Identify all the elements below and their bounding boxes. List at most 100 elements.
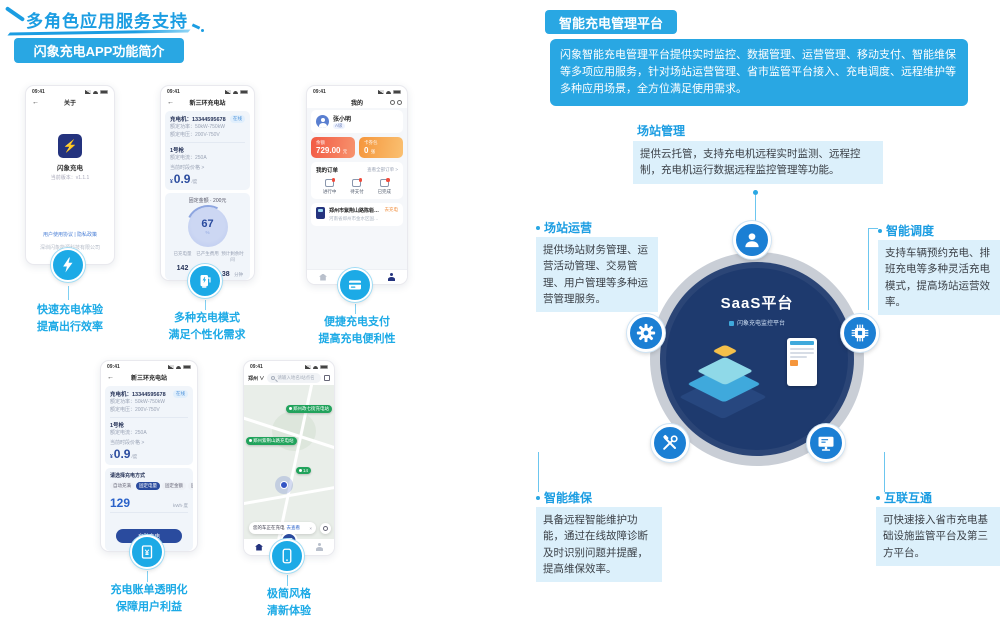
map-canvas[interactable]: 郑州政七街充电站 郑州紫荆山路充电站 14 您的车正在充电 去查看 × [244,385,334,539]
caption-line: 极简风格 [267,588,311,600]
battery-icon [100,90,108,94]
wifi-icon [93,90,98,94]
order-tab-done[interactable]: 已完成 [371,178,398,195]
caption-connector [355,304,356,314]
status-badge: 在线 [173,390,188,398]
feature-label-station-mgmt: 场站管理 [637,124,686,138]
search-placeholder: 请输入地名/站点名 [277,375,315,380]
caption-4: 充电账单透明化 保障用户利益 [79,582,219,615]
station-cluster-pin[interactable]: 14 [296,467,312,474]
price-unit: /度 [191,179,198,184]
balance-value: 729.00 [316,146,341,155]
locate-me-button[interactable] [320,523,331,534]
connector-dot [753,190,758,195]
price-period-label[interactable]: 当前时段价格 > [110,440,145,446]
price-value: 0.9 [173,172,191,186]
caption-line: 保障用户利益 [116,600,182,613]
status-bar: 09:41 [244,361,334,371]
app-name: 闪象充电 [57,165,83,172]
phone-mockup-charging: 09:41 ← 新三环充电站 充电机：13344595678 在线 额定功率：5… [160,85,255,281]
status-bar: 09:41 [307,86,407,96]
charge-gauge: 67 % [187,207,228,247]
feature-desc-station-ops: 提供场站财务管理、运营活动管理、交易管理、用户管理等多种运营管理服务。 [536,237,658,313]
mode-fixed-energy[interactable]: 固定电量 [136,482,160,490]
amount-input-value[interactable]: 129 [110,496,131,510]
signal-icon [378,90,384,94]
app-version: 当前版本：v1.1.1 [50,175,90,181]
balance-label: 余额 [316,140,325,145]
mode-fixed-soc[interactable]: 固定SOC [188,482,193,490]
caption-line: 提高出行效率 [37,320,103,333]
nav-bar: ← 新三环充电站 [161,96,254,108]
settings-icon[interactable] [397,99,402,105]
status-bar: 09:41 [26,86,114,96]
nav-bar: ← 关于 [26,96,114,108]
banner-close-icon[interactable]: × [309,525,312,531]
back-button[interactable]: ← [167,98,174,106]
service-icon[interactable] [390,99,395,105]
saas-platform-circle: SaaS平台 闪象充电监控平台 [660,262,854,456]
charger-info-card: 充电机：13344595678 在线 额定功率：50kW-750kW 额定电压：… [165,111,250,190]
order-ongoing-icon [325,178,336,187]
phone-mockup-about: 09:41 ← 关于 ⚡ 闪象充电 当前版本：v1.1.1 用户使用协议 | 隐… [25,85,115,265]
coupon-label: 卡券包 [364,140,378,145]
caption-connector [147,571,148,582]
status-bar: 09:41 [161,86,254,96]
station-pin[interactable]: 郑州政七街充电站 [286,405,332,413]
price-value: 0.9 [113,447,131,461]
search-input[interactable]: 请输入地名/站点名 [267,373,321,383]
charger-id: 充电机：13344595678 [170,117,226,123]
back-button[interactable]: ← [107,373,114,381]
mode-auto-full[interactable]: 自动充满 [110,482,134,490]
orders-all-link[interactable]: 查看全部订单 > [367,167,398,172]
user-card[interactable]: 张小明 A级 [311,110,403,133]
order-tab-ongoing[interactable]: 进行中 [316,178,343,195]
feature-desc-station-mgmt: 提供云托管，支持充电机远程实时监测、远程控制，充电机运行数据远程监控管理等功能。 [633,141,883,184]
battery-icon [393,90,401,94]
stat-label: 预计剩余时间 [221,251,244,262]
battery-icon [183,365,191,369]
back-button[interactable]: ← [32,98,39,106]
user-icon [733,221,771,259]
phone-mockup-mode-select: 09:41 ← 新三环充电站 充电机：13344595678 在线 额定功率：5… [100,360,198,552]
station-list-item[interactable]: 郑州市紫荆山路陈砦充电… 河南省郑州市金水区国基路250号 去充电 [311,203,403,226]
orders-title: 我的订单 [316,168,339,174]
user-level-badge: A级 [333,123,345,129]
price-period-label[interactable]: 当前时段价格 > [170,165,205,171]
feature-label-station-ops: 场站运营 [536,219,592,236]
profile-tab-icon[interactable] [387,273,395,281]
order-tab-label: 已完成 [377,189,392,194]
station-pin[interactable]: 郑州紫荆山路充电站 [246,437,297,445]
caption-line: 清新体验 [267,604,311,617]
filter-icon[interactable] [324,375,330,381]
profile-tab-icon[interactable] [315,543,323,551]
stat-unit: 分钟 [234,272,244,277]
rated-power: 额定功率：50kW-750kW [110,399,165,405]
charging-status-banner[interactable]: 您的车正在充电 去查看 × [249,522,316,534]
charge-mode-header: 固定金额 · 200元 [188,198,227,204]
order-tab-unpaid[interactable]: 待支付 [343,178,370,195]
caption-line: 充电账单透明化 [110,584,188,596]
city-selector[interactable]: 郑州 ∨ [248,375,265,382]
app-logo: ⚡ [58,134,82,158]
platform-banner: 智能充电管理平台 [545,10,677,34]
section-title-left: 多角色应用服务支持 [26,12,188,31]
balance-card[interactable]: 余额 729.00 元 [311,137,355,158]
go-charge-link[interactable]: 去充电 [384,207,399,212]
nav-bar: ← 新三环充电站 [101,371,197,383]
signal-icon [225,90,231,94]
home-tab-icon[interactable] [255,543,263,551]
status-icons [85,90,108,94]
feature-desc-smart-maintenance: 具备远程智能维护功能，通过在线故障诊断及时识别问题并提醒，提高维保效率。 [536,507,662,583]
station-title: 新三环充电站 [189,100,226,107]
home-tab-icon[interactable] [319,273,327,281]
mode-fixed-amount[interactable]: 固定金额 [162,482,186,490]
gun-label: 1号枪 [170,148,185,154]
banner-view-link[interactable]: 去查看 [286,525,301,530]
monitor-icon [807,424,845,462]
agreement-links[interactable]: 用户使用协议 | 隐私政策 [42,232,98,238]
caption-5: 极简风格 清新体验 [219,586,359,619]
rated-current: 额定电流：250A [110,430,147,436]
status-icons [168,365,191,369]
coupon-card[interactable]: 卡券包 0 张 [359,137,403,158]
